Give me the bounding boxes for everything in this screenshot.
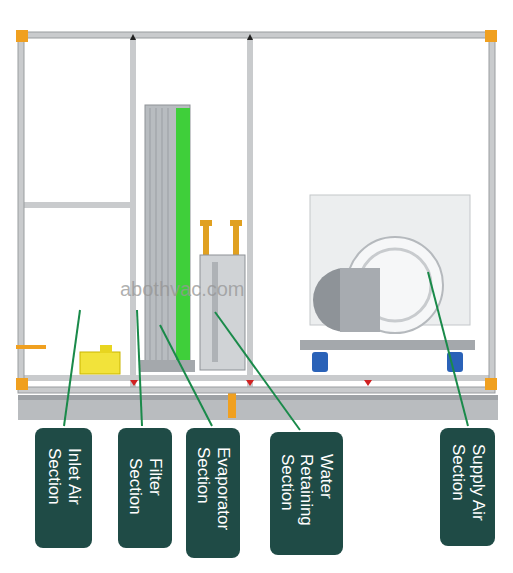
- section-label: Filter Section: [125, 458, 164, 518]
- corner-brackets: [16, 30, 497, 390]
- pump: [80, 352, 120, 374]
- watermark: abothvac.com: [120, 278, 245, 301]
- drain-marks: [130, 380, 372, 386]
- valves: [200, 220, 242, 256]
- frame-marks: [130, 34, 253, 40]
- section-label-box: Evaporator Section: [186, 428, 240, 558]
- lift-lug: [228, 390, 236, 418]
- spring-isolators: [312, 352, 463, 372]
- coil-strip: [176, 108, 190, 368]
- pump-head: [100, 345, 112, 353]
- section-label-box: Supply Air Section: [440, 428, 495, 546]
- section-label-box: Inlet Air Section: [35, 428, 92, 548]
- motor-body: [340, 268, 380, 332]
- section-label: Inlet Air Section: [44, 448, 83, 528]
- section-label: Water Retaining Section: [277, 454, 336, 534]
- frame-edge: [18, 32, 495, 393]
- base-edge: [18, 395, 498, 400]
- section-label: Evaporator Section: [193, 447, 232, 539]
- frame: [21, 35, 492, 390]
- drain-pan: [140, 360, 195, 372]
- leader-lines: [64, 272, 468, 430]
- section-label-box: Water Retaining Section: [270, 432, 343, 555]
- section-label-box: Filter Section: [118, 428, 172, 548]
- coil-fins: [145, 105, 190, 370]
- section-label: Supply Air Section: [448, 444, 487, 530]
- water-eliminator: [200, 255, 245, 370]
- base-skid: [18, 395, 498, 420]
- coil-lines: [150, 108, 168, 368]
